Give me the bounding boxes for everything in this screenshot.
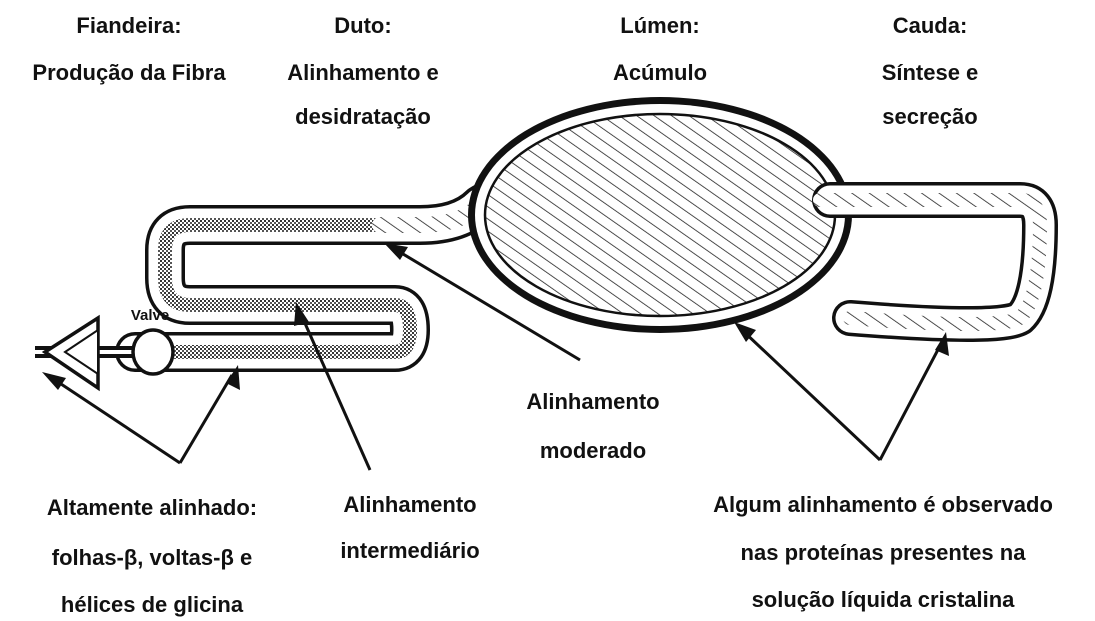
duct-label: Duto: Alinhamento e desidratação <box>287 13 439 129</box>
lumen-desc: Acúmulo <box>613 60 707 85</box>
tail-desc-line1: Síntese e <box>882 60 979 85</box>
some-alignment-label: Algum alinhamento é observado nas proteí… <box>713 492 1053 612</box>
arrow-highly-left-head <box>42 372 66 390</box>
tail-desc-line2: secreção <box>882 104 977 129</box>
lumen-core <box>485 114 835 316</box>
spinneret-label: Fiandeira: Produção da Fibra <box>32 13 226 85</box>
spinneret-desc: Produção da Fibra <box>32 60 226 85</box>
highly-line2: folhas-β, voltas-β e <box>52 545 252 570</box>
spinneret-title: Fiandeira: <box>76 13 181 38</box>
valve-shape <box>133 330 173 374</box>
highly-line3: hélices de glicina <box>61 592 244 617</box>
moderate-alignment-label: Alinhamento moderado <box>526 389 659 463</box>
tail-title: Cauda: <box>893 13 968 38</box>
some-line1: Algum alinhamento é observado <box>713 492 1053 517</box>
arrow-moderate-head <box>384 243 408 260</box>
duct-desc-line2: desidratação <box>295 104 431 129</box>
some-line2: nas proteínas presentes na <box>741 540 1027 565</box>
moderate-line2: moderado <box>540 438 646 463</box>
arrow-some-right <box>880 342 942 460</box>
lumen-title: Lúmen: <box>620 13 699 38</box>
valve-label: Valve <box>131 307 169 324</box>
intermediate-line1: Alinhamento <box>343 492 476 517</box>
arrow-highly-right <box>180 375 232 463</box>
intermediate-line2: intermediário <box>340 538 479 563</box>
silk-gland: Valve <box>35 97 1040 388</box>
arrow-highly-left <box>52 378 180 463</box>
tail-label: Cauda: Síntese e secreção <box>882 13 979 129</box>
some-line3: solução líquida cristalina <box>752 587 1016 612</box>
highly-line1: Altamente alinhado: <box>47 495 257 520</box>
intermediate-alignment-label: Alinhamento intermediário <box>340 492 479 563</box>
duct-desc-line1: Alinhamento e <box>287 60 439 85</box>
duct-title: Duto: <box>334 13 391 38</box>
arrow-some-left <box>742 330 880 460</box>
highly-aligned-label: Altamente alinhado: folhas-β, voltas-β e… <box>47 495 257 617</box>
moderate-line1: Alinhamento <box>526 389 659 414</box>
lumen-label: Lúmen: Acúmulo <box>613 13 707 85</box>
